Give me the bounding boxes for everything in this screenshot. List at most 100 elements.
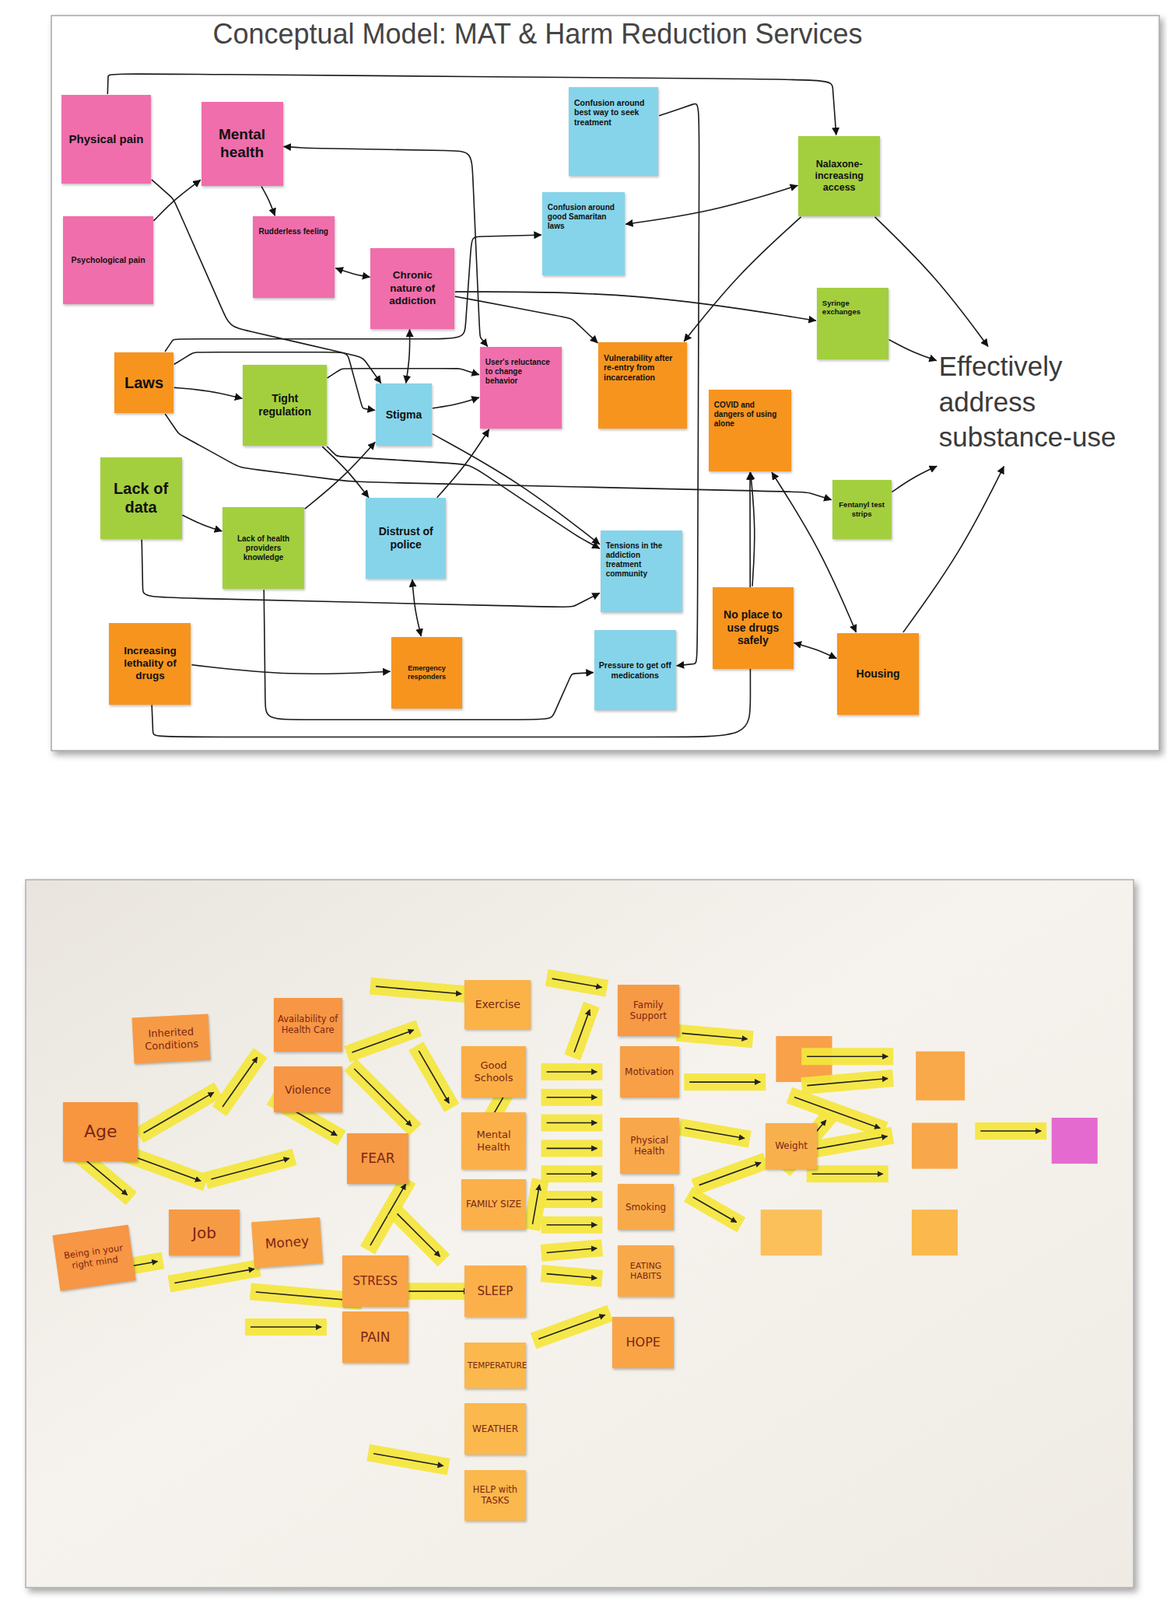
tape-arrow-line — [682, 1033, 748, 1039]
photo-sticky-note: PAIN — [342, 1311, 409, 1364]
photo-sticky-note: Availability of Health Care — [273, 998, 343, 1052]
photo-sticky-note: Job — [168, 1209, 241, 1256]
sticky-note: Tensions in the addiction treatment comm… — [600, 530, 683, 613]
tape-arrow — [541, 1063, 603, 1081]
goal-text-box: Effectively address substance-use — [937, 346, 1144, 467]
photo-sticky-note: HELP with TASKS — [464, 1470, 526, 1522]
tape-arrow — [541, 1114, 603, 1132]
sticky-note: Housing — [837, 633, 919, 715]
tape-arrow — [545, 969, 609, 997]
tape-arrow-line — [980, 1130, 1041, 1132]
connector-arrow — [154, 180, 200, 221]
node-text: WEATHER — [467, 1423, 523, 1435]
node-text: Vulnerability after re-entry from incarc… — [603, 353, 682, 383]
tape-arrow — [541, 1165, 603, 1183]
connector-arrow — [192, 665, 390, 674]
node-text: User's reluctance to change behavior — [485, 357, 557, 386]
tape-arrow — [974, 1122, 1047, 1140]
connector-arrow — [304, 442, 375, 509]
sticky-note: Vulnerability after re-entry from incarc… — [598, 342, 687, 430]
node-text: Exercise — [467, 998, 528, 1012]
tape-strip — [541, 1216, 603, 1234]
tape-strip — [134, 1082, 223, 1143]
connector-arrow — [750, 473, 755, 586]
connector-arrow — [626, 185, 798, 225]
tape-arrow-line — [546, 1224, 598, 1227]
node-text: HELP with TASKS — [467, 1485, 523, 1507]
node-text: Mental Health — [464, 1128, 523, 1153]
tape-arrow-line — [699, 1163, 761, 1186]
tape-strip — [530, 1305, 614, 1350]
tape-arrow — [541, 1216, 603, 1234]
tape-strip — [366, 1444, 450, 1476]
connector-arrow — [684, 217, 802, 341]
node-text: Weight — [768, 1140, 814, 1152]
tape-strip — [168, 1259, 262, 1293]
tape-strip — [545, 969, 609, 997]
tape-arrow — [408, 1041, 460, 1113]
tape-arrow-line — [806, 1079, 888, 1087]
photo-sticky-note: EATING HABITS — [617, 1245, 674, 1297]
node-text: EATING HABITS — [620, 1261, 671, 1282]
tape-arrow-line — [397, 1213, 441, 1257]
tape-arrow-line — [812, 1173, 884, 1175]
connector-arrow — [406, 329, 411, 383]
tape-strip — [541, 1063, 603, 1081]
tape-arrow-line — [574, 1009, 590, 1053]
node-text: COVID and dangers of using alone — [714, 400, 786, 429]
photo-sticky-note: HOPE — [612, 1317, 674, 1369]
node-text: Age — [66, 1121, 135, 1143]
sticky-note-blank — [911, 1209, 958, 1256]
tape-arrow-line — [546, 1248, 597, 1254]
sticky-note: Chronic nature of addiction — [370, 248, 455, 330]
sticky-note: Lack of health providers knowledge — [222, 507, 305, 589]
connector-arrow — [336, 268, 370, 277]
connector-arrow — [892, 466, 937, 492]
sticky-note: Nalaxone- increasing access — [798, 136, 880, 218]
tape-arrow — [683, 1073, 766, 1091]
tape-strip — [800, 1069, 894, 1095]
node-text: SLEEP — [467, 1284, 523, 1299]
tape-arrow — [203, 1149, 298, 1190]
tape-strip — [541, 1114, 603, 1132]
connector-arrow — [433, 397, 480, 409]
node-text: Effectively address substance-use — [939, 348, 1143, 456]
tape-arrow — [806, 1165, 889, 1183]
tape-arrow-line — [546, 1148, 598, 1150]
diagram-frame — [51, 15, 1160, 751]
connector-arrow — [261, 186, 275, 216]
tape-arrow — [343, 1019, 422, 1062]
node-text: Tensions in the addiction treatment comm… — [606, 541, 677, 579]
connector-arrow — [875, 217, 989, 347]
tape-arrow-line — [143, 1092, 214, 1133]
node-text: Lack of health providers knowledge — [227, 534, 300, 563]
node-text: TEMPERATURE — [467, 1360, 523, 1371]
node-text: Stigma — [380, 408, 428, 422]
tape-arrow — [541, 1191, 603, 1209]
sticky-note: Rudderless feeling — [252, 216, 335, 298]
tape-arrow-line — [250, 1326, 322, 1329]
node-text: FEAR — [350, 1150, 406, 1167]
tape-arrow — [369, 977, 468, 1004]
diagram-title: Conceptual Model: MAT & Harm Reduction S… — [148, 18, 927, 50]
tape-arrow-line — [222, 1057, 258, 1108]
node-text: Confusion around good Samaritan laws — [547, 203, 620, 232]
sticky-note: Confusion around good Samaritan laws — [542, 192, 625, 277]
tape-arrow — [530, 1305, 614, 1350]
tape-arrow-line — [546, 1274, 597, 1280]
connector-arrow — [151, 179, 381, 383]
sticky-note: Tight regulation — [242, 364, 327, 447]
tape-arrow-line — [693, 1197, 737, 1223]
tape-strip — [683, 1073, 766, 1091]
tape-strip — [541, 1089, 603, 1107]
tape-arrow-line — [546, 1071, 598, 1073]
photo-sticky-note: Exercise — [464, 980, 531, 1030]
node-text: Chronic nature of addiction — [374, 269, 450, 308]
node-text: Inherited Conditions — [135, 1024, 207, 1053]
node-text: Confusion around best way to seek treatm… — [574, 98, 653, 128]
tape-arrow-line — [373, 1454, 444, 1467]
sticky-note: COVID and dangers of using alone — [708, 389, 792, 472]
photo-sticky-note: Inherited Conditions — [131, 1013, 211, 1064]
